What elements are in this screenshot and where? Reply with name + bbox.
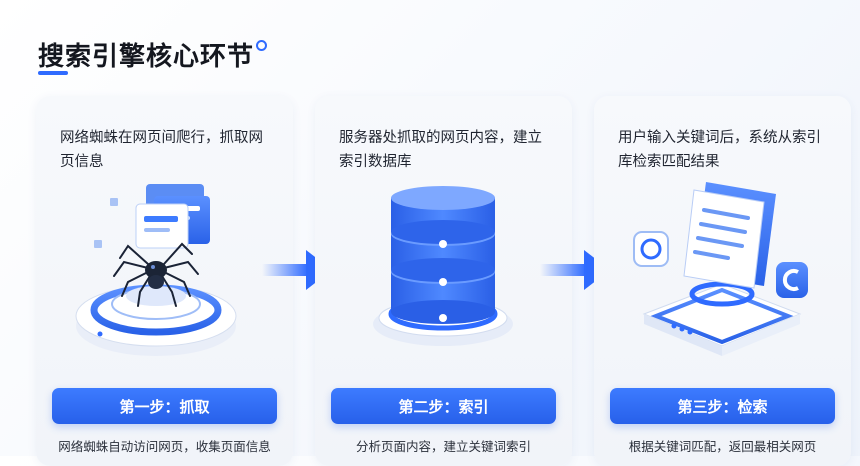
step-card-crawl: 网络蜘蛛在网页间爬行，抓取网页信息 bbox=[36, 96, 293, 466]
page-title: 搜索引擎核心环节 bbox=[38, 42, 255, 72]
step-button-index[interactable]: 第二步：索引 bbox=[331, 388, 556, 424]
document-search-icon bbox=[633, 182, 808, 356]
step-note: 分析页面内容，建立关键词索引 bbox=[355, 439, 531, 454]
step-button-crawl[interactable]: 第一步：抓取 bbox=[52, 388, 277, 424]
database-icon bbox=[373, 186, 513, 346]
spider-icon bbox=[75, 184, 237, 356]
title-dot-icon bbox=[256, 40, 267, 51]
step-button-retrieve[interactable]: 第三步：检索 bbox=[610, 388, 835, 424]
title-underline bbox=[38, 71, 68, 75]
step-card-index: 服务器处抓取的网页内容，建立索引数据库 第二步：索引 分析页面内容，建立关键词索… bbox=[315, 96, 572, 466]
step-note: 根据关键词匹配，返回最相关网页 bbox=[628, 439, 817, 454]
step-description: 用户输入关键词后，系统从索引库检索匹配结果 bbox=[618, 130, 821, 170]
step-card-retrieve: 用户输入关键词后，系统从索引库检索匹配结果 第三步：检索 根据关键词匹配，返回最… bbox=[594, 96, 851, 466]
step-description: 网络蜘蛛在网页间爬行，抓取网页信息 bbox=[60, 130, 263, 170]
step-description: 服务器处抓取的网页内容，建立索引数据库 bbox=[339, 130, 542, 170]
step-note: 网络蜘蛛自动访问网页，收集页面信息 bbox=[58, 439, 271, 454]
